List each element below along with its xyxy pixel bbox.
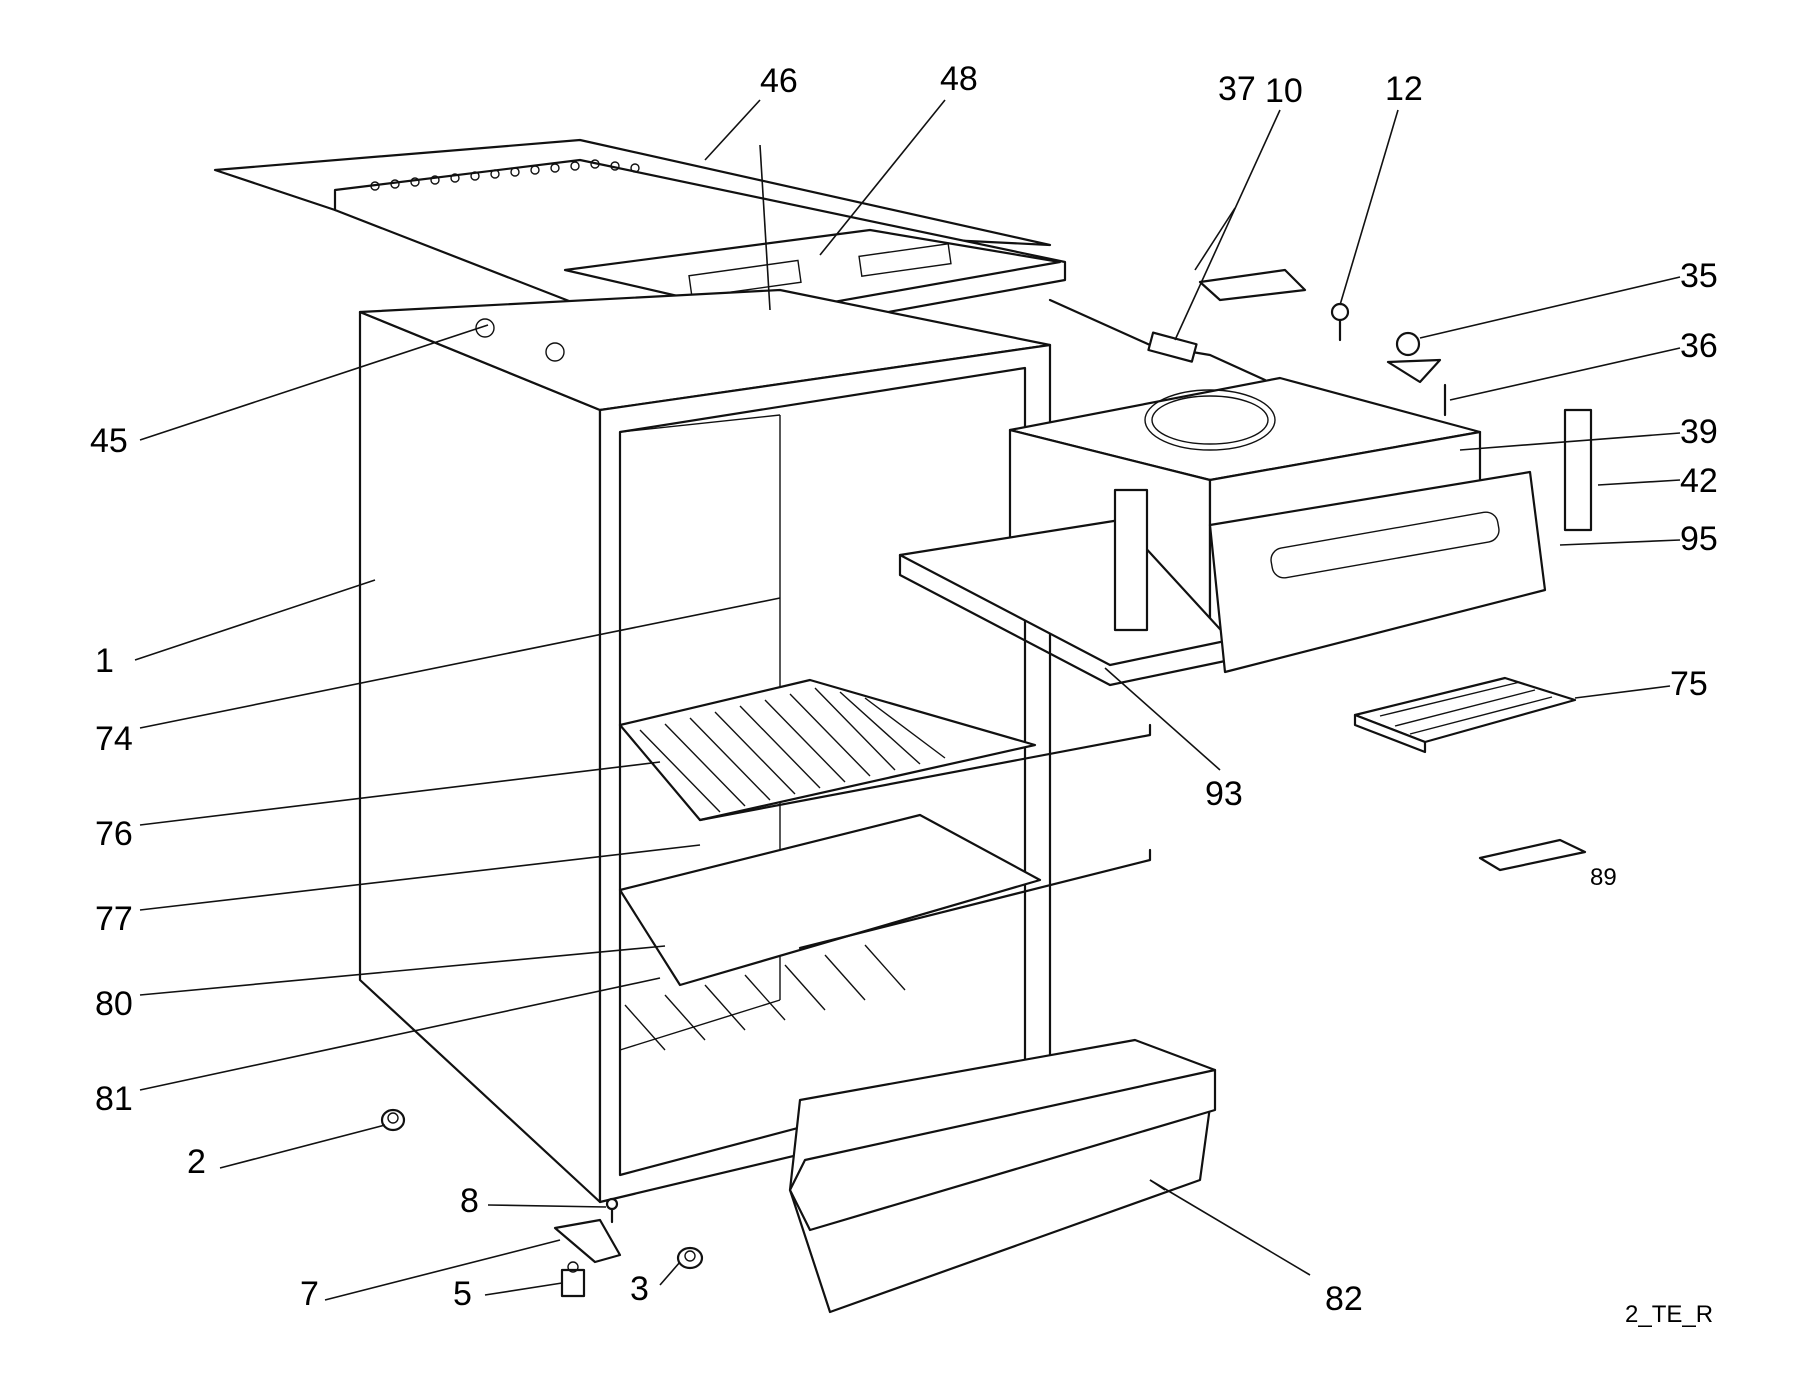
pin-part-8[interactable] <box>605 1197 619 1224</box>
label-77: 77 <box>95 900 133 938</box>
label-74: 74 <box>95 720 133 758</box>
label-35: 35 <box>1680 257 1718 295</box>
label-80: 80 <box>95 985 133 1023</box>
label-82: 82 <box>1325 1280 1363 1318</box>
foot-part-5[interactable] <box>560 1261 586 1298</box>
label-2: 2 <box>187 1143 206 1181</box>
scraper-part-89[interactable] <box>1478 838 1587 872</box>
leader-lines <box>134 99 1681 1301</box>
bracket-part-10[interactable] <box>1198 268 1307 302</box>
part-labels: 1 2 3 5 7 8 10 12 35 36 37 39 42 45 46 4… <box>90 60 1718 1328</box>
label-8: 8 <box>460 1182 479 1220</box>
ice-tray-part-75[interactable] <box>1353 676 1577 754</box>
glass-shelf-part-80[interactable] <box>618 813 1152 987</box>
label-1: 1 <box>95 642 114 680</box>
label-3: 3 <box>630 1270 649 1308</box>
screw-part-12[interactable] <box>1330 302 1350 342</box>
hinge-part-7[interactable] <box>553 1218 622 1264</box>
label-93: 93 <box>1205 775 1243 813</box>
hinge-part-42[interactable] <box>1563 408 1593 532</box>
label-7: 7 <box>300 1275 319 1313</box>
label-12: 12 <box>1385 70 1423 108</box>
foot-part-3[interactable] <box>676 1246 704 1270</box>
freezer-flap-part-95[interactable] <box>1208 470 1547 674</box>
label-36: 36 <box>1680 327 1718 365</box>
bottom-grid-part-81 <box>624 944 906 1051</box>
label-76: 76 <box>95 815 133 853</box>
freezer-bracket <box>1113 488 1149 632</box>
label-42: 42 <box>1680 462 1718 500</box>
label-10: 10 <box>1265 72 1303 110</box>
label-89: 89 <box>1590 864 1617 891</box>
label-39: 39 <box>1680 413 1718 451</box>
crisper-box-part-82[interactable] <box>788 1038 1217 1314</box>
label-37: 37 <box>1218 70 1256 108</box>
label-5: 5 <box>453 1275 472 1313</box>
capillary-part-37[interactable] <box>1048 298 1267 382</box>
label-48: 48 <box>940 60 978 98</box>
wire-shelf-part-76[interactable] <box>618 678 1152 822</box>
fixing-part-35[interactable] <box>1386 331 1442 384</box>
label-45: 45 <box>90 422 128 460</box>
label-95: 95 <box>1680 520 1718 558</box>
label-75: 75 <box>1670 665 1708 703</box>
drawing-code: 2_TE_R <box>1625 1301 1713 1328</box>
label-46: 46 <box>760 62 798 100</box>
label-81: 81 <box>95 1080 133 1118</box>
foot-part-2[interactable] <box>380 1108 406 1132</box>
